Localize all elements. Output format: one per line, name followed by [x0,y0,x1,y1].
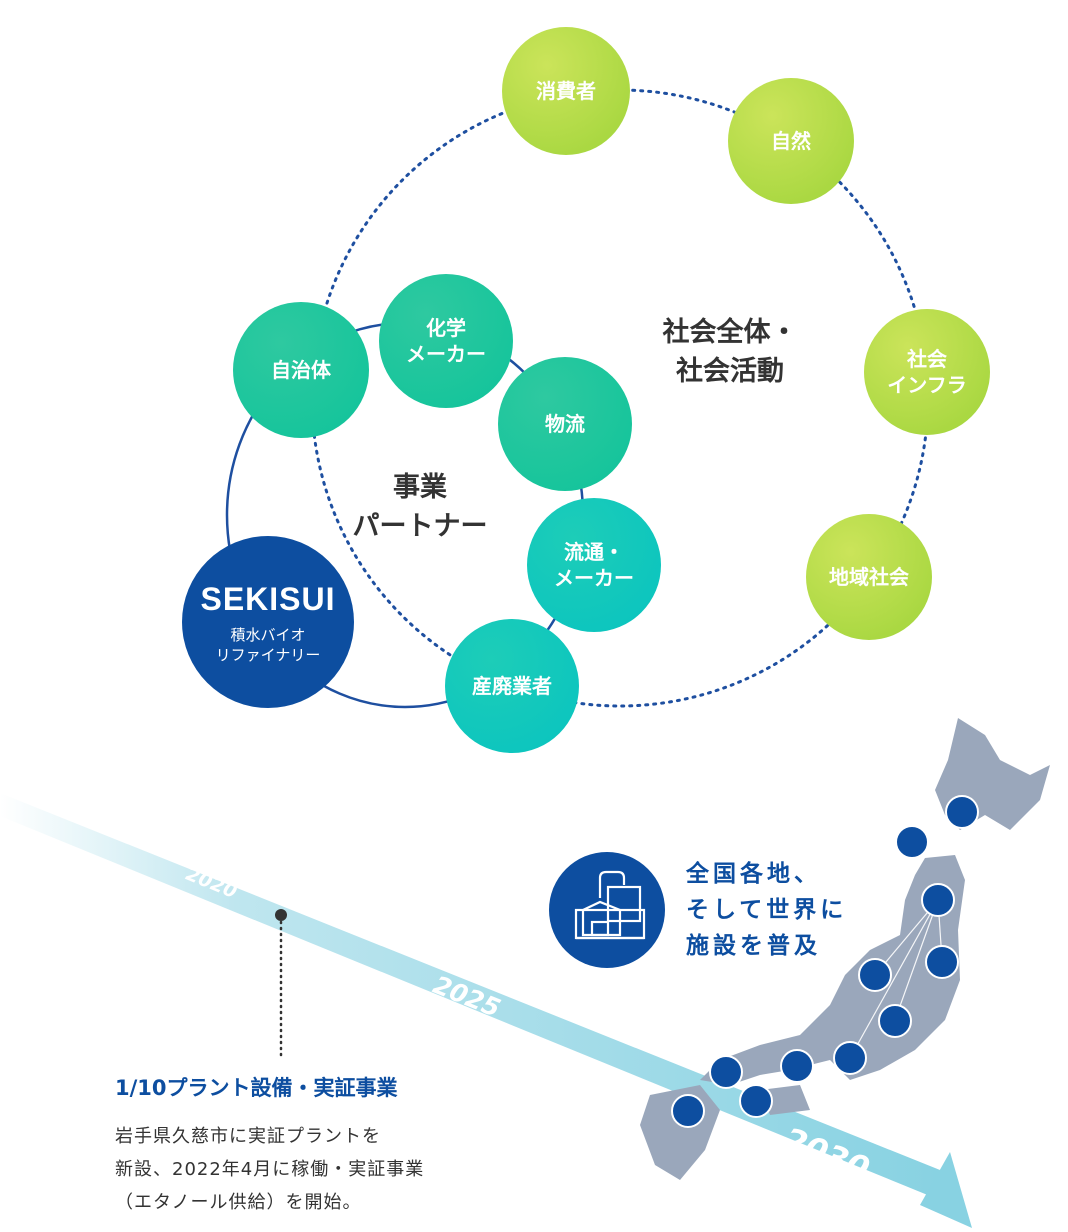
node-waste-company: 産廃業者 [445,619,579,753]
milestone-title: 1/10プラント設備・実証事業 [115,1076,398,1100]
plant-message: 全国各地、 そして世界に 施設を普及 [686,861,848,959]
node-municipality: 自治体 [233,302,369,438]
milestone-dot [275,909,287,921]
node-logistics: 物流 [498,357,632,491]
milestone-body: 岩手県久慈市に実証プラントを 新設、2022年4月に稼働・実証事業 （エタノール… [115,1126,425,1213]
node-local-community: 地域社会 [806,514,932,640]
node-chemical-maker: 化学メーカー [379,274,513,408]
plant-icon [574,870,646,940]
sekisui-logo: SEKISUI [200,580,336,617]
plant-markers [671,795,979,1128]
node-nature: 自然 [728,78,854,204]
outer-group-label: 社会全体・ 社会活動 [662,317,798,388]
node-consumer: 消費者 [502,27,630,155]
node-social-infrastructure: 社会インフラ [864,309,990,435]
inner-group-label: 事業 パートナー [352,472,488,543]
node-distribution-maker: 流通・メーカー [527,498,661,632]
node-sekisui-core: SEKISUI 積水バイオ リファイナリー [182,536,354,708]
